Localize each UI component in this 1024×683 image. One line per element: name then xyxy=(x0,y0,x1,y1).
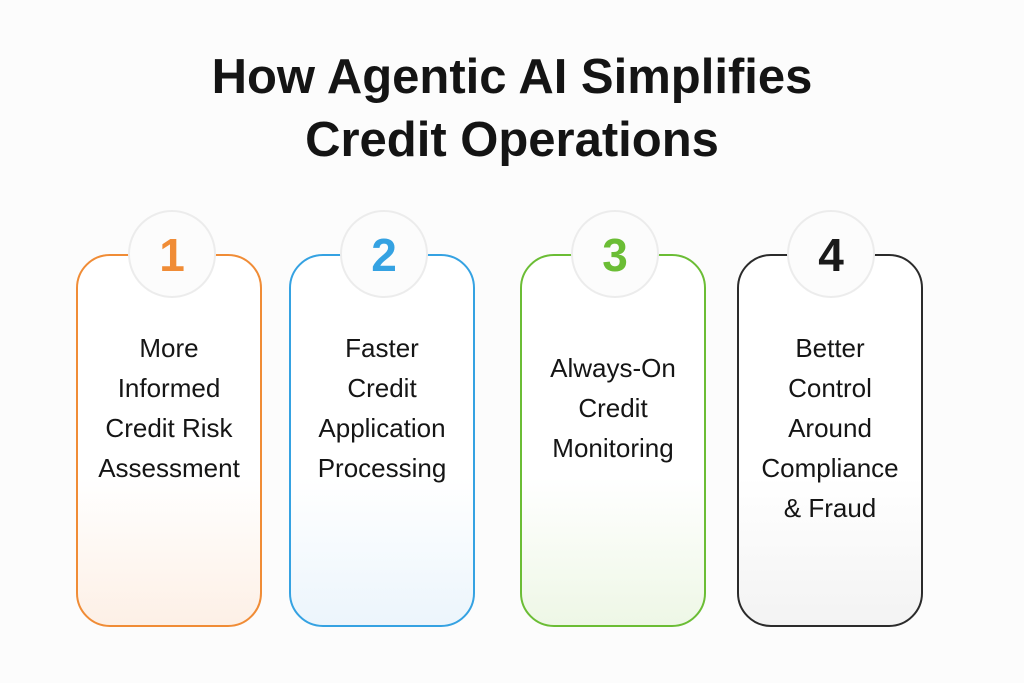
step-card-1: More Informed Credit Risk Assessment xyxy=(76,254,262,627)
step-card-2: Faster Credit Application Processing xyxy=(289,254,475,627)
step-number-3: 3 xyxy=(571,210,659,298)
page-title: How Agentic AI Simplifies Credit Operati… xyxy=(0,46,1024,172)
text-line: More xyxy=(139,333,199,363)
step-number-1: 1 xyxy=(128,210,216,298)
text-line: Around xyxy=(788,413,872,443)
step-card-4: Better Control Around Compliance & Fraud xyxy=(737,254,923,627)
text-line: Compliance xyxy=(761,453,899,483)
text-line: Faster xyxy=(345,333,419,363)
text-line: Monitoring xyxy=(552,433,674,463)
text-line: Credit xyxy=(347,373,417,403)
text-line: Informed xyxy=(117,373,221,403)
step-number-4: 4 xyxy=(787,210,875,298)
text-line: Control xyxy=(788,373,872,403)
step-text: Better Control Around Compliance & Fraud xyxy=(739,328,921,528)
step-text: More Informed Credit Risk Assessment xyxy=(78,328,260,488)
step-number-2: 2 xyxy=(340,210,428,298)
text-line: Application xyxy=(318,413,446,443)
text-line: Credit xyxy=(578,393,648,423)
step-text: Faster Credit Application Processing xyxy=(291,328,473,488)
text-line: Assessment xyxy=(98,453,240,483)
text-line: Always-On xyxy=(550,353,676,383)
title-line-2: Credit Operations xyxy=(305,113,719,167)
text-line: Credit Risk xyxy=(105,413,233,443)
text-line: & Fraud xyxy=(783,493,877,523)
text-line: Better xyxy=(795,333,865,363)
step-text: Always-On Credit Monitoring xyxy=(522,348,704,468)
text-line: Processing xyxy=(317,453,447,483)
title-line-1: How Agentic AI Simplifies xyxy=(211,50,813,104)
step-card-3: Always-On Credit Monitoring xyxy=(520,254,706,627)
